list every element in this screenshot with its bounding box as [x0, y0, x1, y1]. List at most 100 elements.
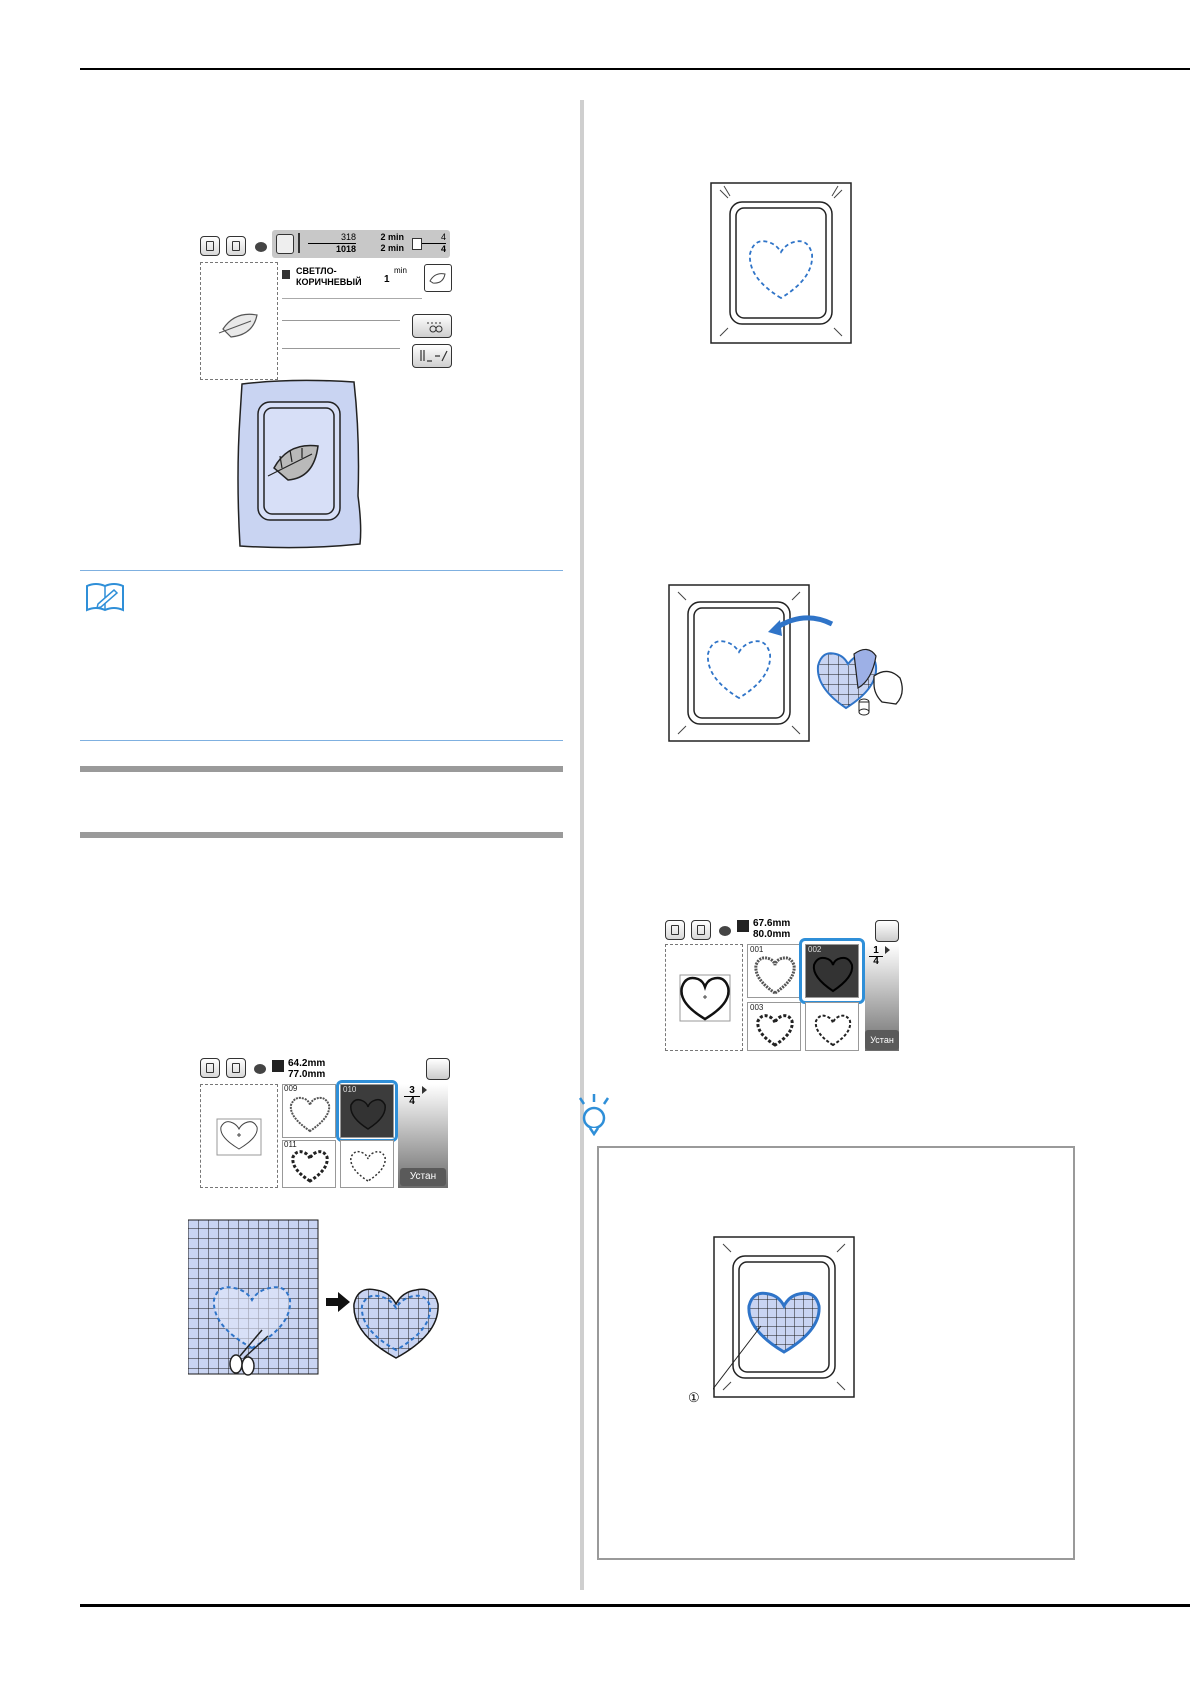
hoop-heart-outline-illustration [710, 182, 852, 344]
pattern-select-screen-left: 64.2mm 77.0mm 009 010 011 3 4 Устан [200, 1058, 450, 1188]
pattern-cell[interactable] [282, 1084, 336, 1138]
leaf-preview-icon [218, 313, 258, 338]
curved-arrow-icon [774, 615, 834, 631]
header-rule [80, 68, 1190, 70]
pattern-preview [200, 1084, 278, 1188]
thread-spool-icon [255, 242, 267, 252]
color-count-icon [412, 238, 422, 250]
page-next-icon[interactable] [885, 946, 890, 954]
note-lightbulb-icon [578, 1094, 610, 1136]
frame-button-2[interactable] [226, 236, 246, 256]
pattern-number: 001 [750, 945, 764, 954]
frame-button-2[interactable] [226, 1058, 246, 1078]
memo-top-line [80, 570, 563, 571]
section-bar-bottom [80, 832, 563, 838]
pattern-number: 009 [284, 1084, 298, 1093]
page-total: 4 [409, 1096, 415, 1107]
place-applique-illustration [668, 584, 903, 742]
heart-filled-icon [812, 956, 854, 993]
thread-color-row: СВЕТЛО- КОРИЧНЕВЫЙ 1 min [282, 264, 422, 299]
memo-icon [86, 583, 124, 612]
frame-button-1[interactable] [200, 236, 220, 256]
color-current: 4 [422, 232, 446, 244]
empty-row-1 [282, 320, 400, 321]
pattern-width: 67.6mm [753, 918, 791, 929]
presser-foot-icon [276, 234, 294, 254]
pin-icon [858, 698, 870, 716]
note-box [597, 1146, 1075, 1560]
embroidery-screen-leaf: 318 1018 2 min 2 min 4 4 СВЕТЛО- КОРИЧНЕ… [200, 230, 452, 380]
leaf-thumbnail-button[interactable] [424, 264, 452, 292]
selection-highlight [336, 1080, 398, 1142]
frame-button-1[interactable] [200, 1058, 220, 1078]
hand-icon [873, 670, 903, 705]
pattern-cell-selected[interactable]: 002 [805, 944, 859, 998]
pattern-cell[interactable]: 003 [747, 1002, 801, 1051]
column-divider [580, 100, 584, 1590]
pattern-preview [200, 262, 278, 380]
pattern-cell[interactable] [340, 1140, 394, 1188]
heart-filled-icon [350, 1098, 386, 1130]
thread-color-name-1: СВЕТЛО- [296, 266, 337, 276]
hoop-applique-stitched-illustration [713, 1236, 855, 1398]
footer-rule [80, 1604, 1190, 1607]
stitch-total: 1018 [335, 244, 356, 254]
scissors-icon [229, 1329, 269, 1376]
thread-number: 1 [384, 274, 390, 285]
applique-heart-piece [816, 648, 878, 710]
pattern-info-button[interactable] [875, 920, 899, 942]
pattern-cell[interactable] [282, 1140, 336, 1188]
pattern-select-screen-right: 67.6mm 80.0mm 001 002 003 1 4 Устан [665, 918, 915, 1051]
set-button[interactable]: Устан [865, 1030, 899, 1050]
page-current: 3 [404, 1086, 420, 1097]
section-bar-top [80, 766, 563, 772]
frame-button-2[interactable] [691, 920, 711, 940]
pattern-info-button[interactable] [426, 1058, 450, 1080]
thread-cut-button[interactable] [412, 314, 452, 338]
pattern-cell-selected[interactable]: 010 [340, 1084, 394, 1138]
fabric-cut-illustration [188, 1219, 439, 1376]
hooped-leaf-illustration [237, 379, 362, 549]
needle-icon [298, 233, 300, 253]
page-total: 4 [873, 956, 879, 967]
leaf-icon [429, 273, 446, 284]
stitch-current: 318 [308, 232, 356, 244]
heart-preview-icon [216, 1118, 262, 1156]
set-button[interactable]: Устан [400, 1168, 446, 1186]
time-total: 2 min [380, 243, 404, 253]
pattern-height: 77.0mm [288, 1069, 326, 1080]
thread-spool-icon [719, 926, 731, 936]
selection-highlight [799, 938, 865, 1004]
color-swatch [282, 270, 290, 279]
memo-bottom-line [80, 740, 563, 741]
tension-button[interactable] [412, 344, 452, 368]
callout-number: ① [688, 1390, 700, 1405]
thread-unit: min [394, 266, 407, 275]
pattern-width: 64.2mm [288, 1058, 326, 1069]
pattern-height: 80.0mm [753, 929, 791, 940]
heart-beaded-icon [291, 1150, 329, 1183]
pattern-preview [665, 944, 743, 1051]
size-icon [737, 920, 749, 932]
pattern-number: 011 [284, 1140, 297, 1149]
pattern-cell[interactable] [805, 1002, 859, 1051]
empty-row-2 [282, 348, 400, 349]
scissors-cut-icon [427, 322, 443, 333]
pattern-number: 002 [808, 945, 822, 954]
heart-scalloped-icon [814, 1014, 852, 1047]
size-icon [272, 1060, 284, 1072]
time-remaining: 2 min [380, 232, 404, 242]
thread-color-name-2: КОРИЧНЕВЫЙ [296, 277, 362, 287]
thread-spool-icon [254, 1064, 266, 1074]
heart-double-outline-icon [754, 956, 796, 995]
heart-preview-icon [679, 974, 731, 1022]
pattern-number: 003 [750, 1003, 764, 1012]
heart-outline-icon [289, 1096, 331, 1133]
color-total: 4 [440, 244, 446, 254]
frame-button-1[interactable] [665, 920, 685, 940]
pattern-number: 010 [343, 1085, 357, 1094]
arrow-right-icon [326, 1292, 350, 1312]
pattern-cell[interactable]: 001 [747, 944, 801, 998]
page-next-icon[interactable] [422, 1086, 427, 1094]
heart-beaded-icon [756, 1014, 794, 1047]
